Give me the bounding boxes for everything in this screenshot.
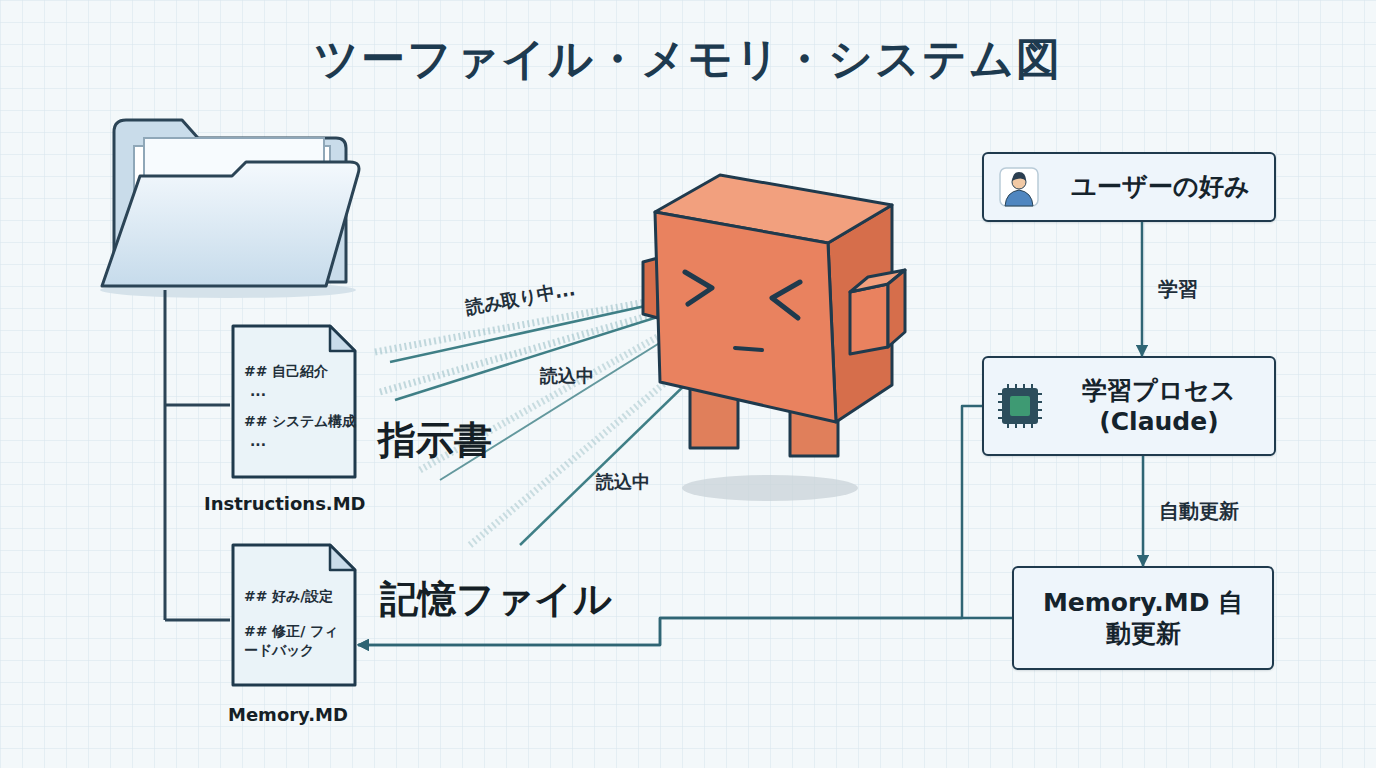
box-content: Memory.MD 自動更新 (1014, 568, 1272, 668)
document-fold (330, 545, 355, 570)
diagram-title: ツーファイル・メモリ・システム図 (0, 30, 1376, 89)
file-content: ... (250, 383, 266, 399)
flow-arrow (1141, 222, 1144, 356)
chip-body (1002, 388, 1038, 424)
box-label: 学習プロセス (Claude) (1059, 375, 1259, 438)
edge-label: 学習 (1158, 276, 1198, 303)
robot-illustration (643, 175, 905, 501)
tree-branch (165, 619, 230, 622)
person-hair (1012, 172, 1026, 181)
box-content: 学習プロセス (Claude) (984, 358, 1274, 454)
document-fold (330, 326, 355, 351)
box-label: Memory.MD 自動更新 (1036, 587, 1251, 650)
flow-arrow (1142, 456, 1145, 566)
edge-label: 自動更新 (1159, 498, 1239, 525)
document-shape (230, 323, 358, 480)
document-shape (230, 542, 358, 688)
robot-shadow (682, 475, 858, 501)
reading-label: 読込中 (540, 364, 594, 388)
file-content: ## 好み/設定 (244, 588, 333, 606)
flow-arrow (358, 406, 982, 645)
chip-pins (998, 384, 1042, 428)
robot-ear (850, 284, 888, 354)
folder-illustration (100, 120, 359, 298)
file-content: ... (250, 433, 266, 449)
person-head (1012, 175, 1026, 189)
update-box: Memory.MD 自動更新 (1012, 566, 1274, 670)
file-content: ## 修正/ フィードバック (244, 622, 348, 660)
tree-trunk (164, 290, 167, 620)
preference-box: ユーザーの好み (982, 152, 1276, 222)
robot-ear (888, 270, 905, 347)
tree-branch (165, 404, 230, 407)
person-body (1005, 190, 1033, 206)
robot-eye (772, 282, 800, 318)
chip-core (1010, 396, 1030, 416)
folder-front (102, 162, 359, 286)
chip-icon (998, 384, 1042, 428)
file-name: Instructions.MD (204, 493, 366, 514)
reading-label: 読込中 (596, 470, 650, 494)
tree-lines (165, 290, 230, 620)
flow-arrow (358, 618, 1012, 645)
instruction-file: ## 自己紹介...## システム構成...指示書Instructions.MD (230, 323, 358, 480)
file-name: Memory.MD (228, 704, 348, 725)
document-outline (233, 326, 355, 477)
robot-mouth (735, 348, 762, 350)
file-content: ## 自己紹介 (244, 363, 328, 381)
document-outline (233, 545, 355, 685)
robot-front (655, 212, 836, 422)
file-heading: 記憶ファイル (380, 574, 612, 625)
process-box: 学習プロセス (Claude) (982, 356, 1276, 456)
robot-eye (685, 272, 712, 304)
memory-file: ## 好み/設定## 修正/ フィードバック記憶ファイルMemory.MD (230, 542, 358, 688)
reading-label: 読み取り中... (464, 277, 577, 320)
file-content: ## システム構成 (244, 413, 356, 431)
box-content: ユーザーの好み (984, 154, 1274, 220)
box-label: ユーザーの好み (1071, 171, 1250, 202)
icon-frame (1000, 168, 1038, 206)
file-heading: 指示書 (378, 415, 492, 466)
person-icon (1000, 168, 1038, 206)
